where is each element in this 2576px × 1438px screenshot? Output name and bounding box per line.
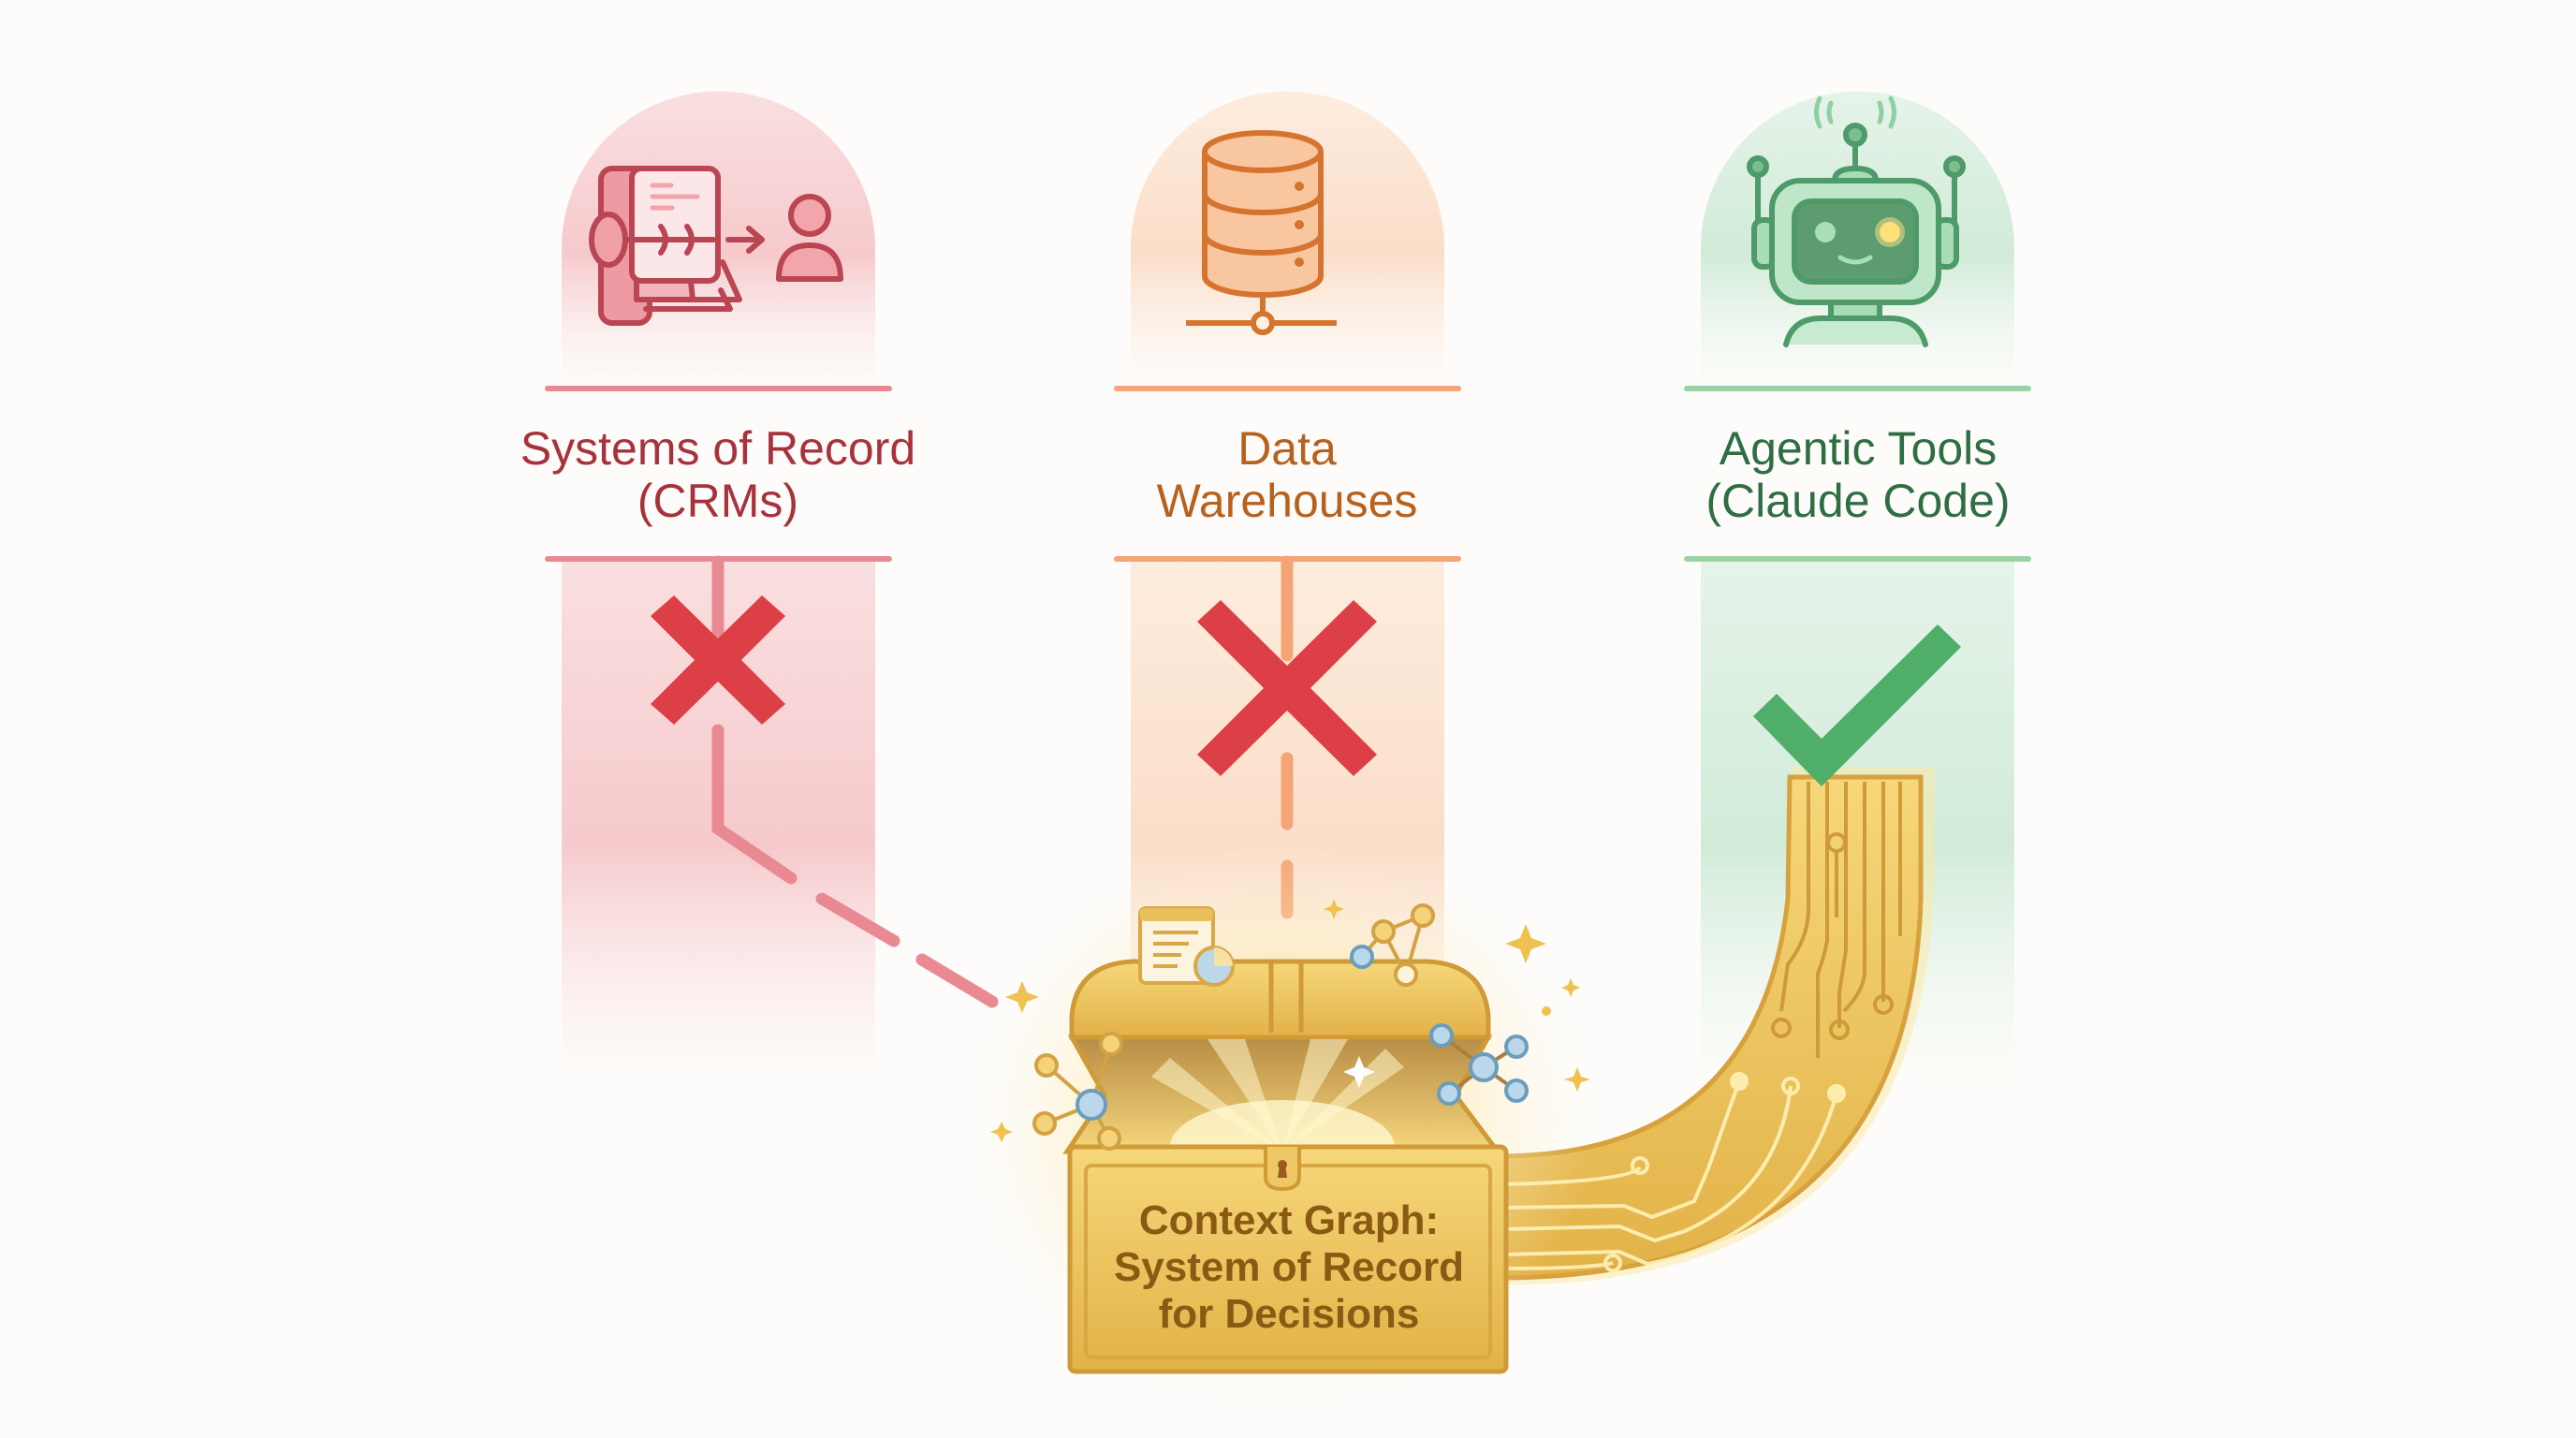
warehouse-title-line1: Data [1237,422,1337,475]
crm-dashed-connector [711,555,999,1008]
circuit-path-icon [1495,766,1935,1285]
chest-title-line3: for Decisions [1159,1291,1420,1337]
treasure-chest-icon [973,843,1591,1404]
chest-title-line1: Context Graph: [1139,1197,1439,1243]
red-x-icon [651,595,785,725]
green-check-icon [1753,624,1961,786]
agentic-title-line2: (Claude Code) [1705,475,2010,527]
agentic-title-line1: Agentic Tools [1720,422,1997,475]
crm-title-line2: (CRMs) [637,475,798,527]
warehouse-title-line2: Warehouses [1157,475,1418,527]
chest-title-line2: System of Record [1114,1244,1464,1290]
red-x-icon [1197,600,1377,776]
column-crm: Systems of Record (CRMs) [520,91,999,1083]
database-server-icon [1186,130,1337,335]
robot-icon [1747,95,1966,347]
crm-record-to-person-icon [589,166,843,326]
crm-title-line1: Systems of Record [520,422,915,475]
